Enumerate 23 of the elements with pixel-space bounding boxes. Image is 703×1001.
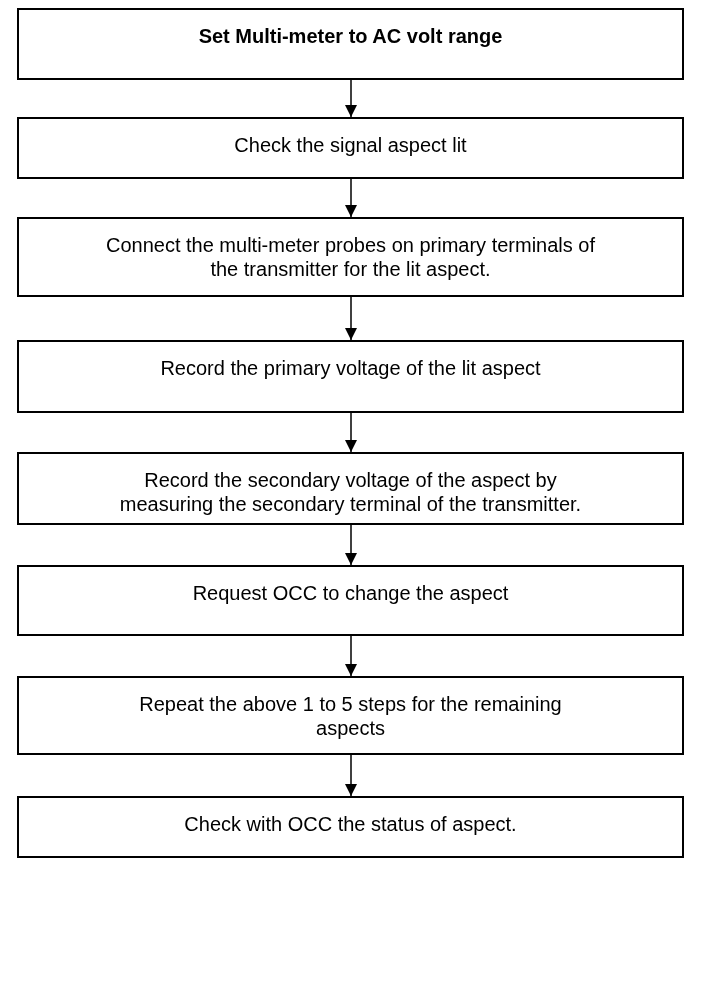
step-text: Connect the multi-meter probes on primary terminals of the transmitter for the lit aspect.	[104, 233, 597, 281]
step-text: Check with OCC the status of aspect.	[184, 812, 517, 836]
process-box	[17, 217, 684, 297]
step-text: Check the signal aspect lit	[234, 133, 467, 157]
step-text: Request OCC to change the aspect	[192, 581, 509, 605]
arrow	[345, 635, 357, 677]
arrow	[345, 524, 357, 566]
process-box	[17, 452, 684, 525]
arrow	[345, 754, 357, 797]
arrow	[345, 296, 357, 341]
step-text: Record the primary voltage of the lit aspect	[160, 356, 541, 380]
process-box	[17, 565, 684, 636]
step-text: Set Multi-meter to AC volt range	[198, 24, 503, 48]
arrow	[345, 412, 357, 453]
step-text: Record the secondary voltage of the aspect by measuring the secondary terminal of the transmitter.	[118, 468, 583, 516]
process-box	[17, 340, 684, 413]
step-text: Repeat the above 1 to 5 steps for the remaining aspects	[138, 692, 563, 740]
process-box	[17, 676, 684, 755]
process-box	[17, 8, 684, 80]
process-box	[17, 117, 684, 179]
process-box	[17, 796, 684, 858]
arrow	[345, 79, 357, 118]
arrow	[345, 178, 357, 218]
